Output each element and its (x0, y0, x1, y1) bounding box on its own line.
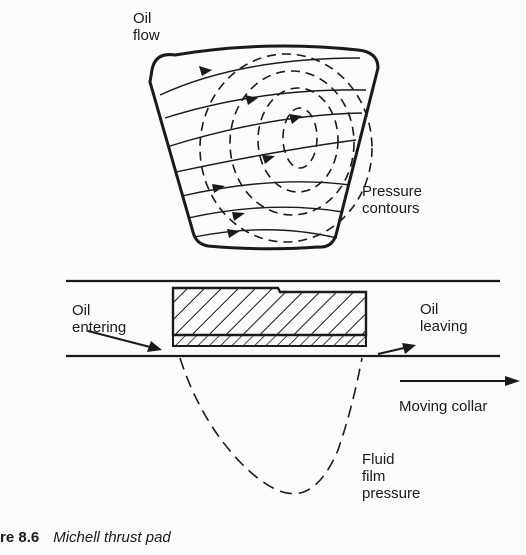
pressure-contours-label: Pressure contours (362, 183, 422, 217)
oil-flow-arrows (199, 66, 302, 238)
pad-plan-outline (148, 44, 380, 251)
oil-entering-arrow (87, 330, 162, 352)
pad-block (171, 286, 368, 337)
oil-leaving-line2: leaving (420, 318, 468, 335)
oil-flow-label-line2: flow (133, 27, 160, 44)
oil-flow-label: Oil flow (133, 10, 160, 44)
fluid-film-pressure-label: Fluid film pressure (362, 451, 420, 502)
pressure-contours (199, 53, 373, 243)
oil-leaving-arrow (377, 343, 416, 355)
oil-entering-line1: Oil (72, 302, 91, 319)
fluid-film-line1: Fluid (362, 451, 395, 468)
moving-collar-arrow (400, 376, 520, 386)
moving-collar-label: Moving collar (399, 398, 488, 415)
pressure-contours-line2: contours (362, 200, 420, 217)
figure-number: re 8.6 (0, 529, 40, 546)
oil-flow-label-line1: Oil (133, 10, 152, 27)
fluid-film-pressure-curve (179, 357, 363, 495)
oil-flow-streamlines (159, 57, 367, 239)
figure-title: Michell thrust pad (53, 529, 171, 546)
oil-entering-line2: entering (72, 319, 127, 336)
pad-bearing-layer (172, 334, 367, 347)
fluid-film-line3: pressure (362, 485, 421, 502)
oil-leaving-label: Oil leaving (420, 301, 468, 335)
figure-caption: re 8.6 Michell thrust pad (0, 529, 171, 546)
pressure-contours-line1: Pressure (362, 183, 423, 200)
oil-leaving-line1: Oil (420, 301, 439, 318)
fluid-film-line2: film (362, 468, 386, 485)
oil-entering-label: Oil entering (72, 302, 126, 336)
